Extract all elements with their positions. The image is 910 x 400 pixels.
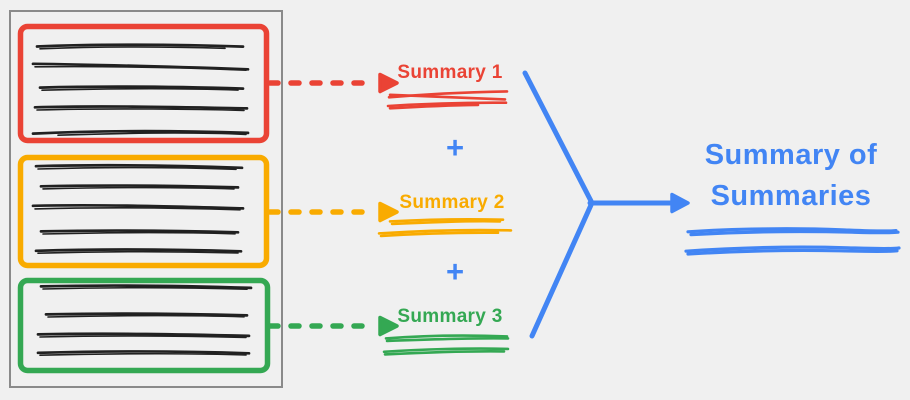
chunk-1-text-scribbles: [31, 43, 250, 136]
summary-of-summaries-title: Summary of Summaries: [704, 139, 878, 212]
merge-arrowhead-icon: [670, 192, 690, 214]
summary-3-label: Summary 3: [397, 306, 503, 327]
summary-2-underline: [377, 217, 513, 238]
plus-operator-2: +: [445, 254, 465, 289]
chunk-3-text-scribbles: [36, 284, 253, 356]
summary-1-label: Summary 1: [397, 62, 503, 83]
merge-connector: [522, 70, 673, 339]
chunk-1-arrowhead-icon: [378, 72, 399, 94]
result-underline: [684, 227, 901, 256]
chunk-2-arrowhead-icon: [378, 201, 399, 223]
chunk-2-box: [17, 154, 270, 269]
chunk-3-box: [17, 277, 271, 374]
chunk-1-box: [17, 23, 270, 144]
summary-1-underline: [386, 90, 509, 110]
summary-2-label: Summary 2: [399, 192, 505, 213]
summary-3-underline: [382, 334, 510, 356]
document-frame: [9, 10, 283, 388]
chunk-2-text-scribbles: [31, 163, 245, 254]
chunk-3-arrowhead-icon: [378, 315, 399, 337]
plus-operator-1: +: [445, 130, 465, 165]
